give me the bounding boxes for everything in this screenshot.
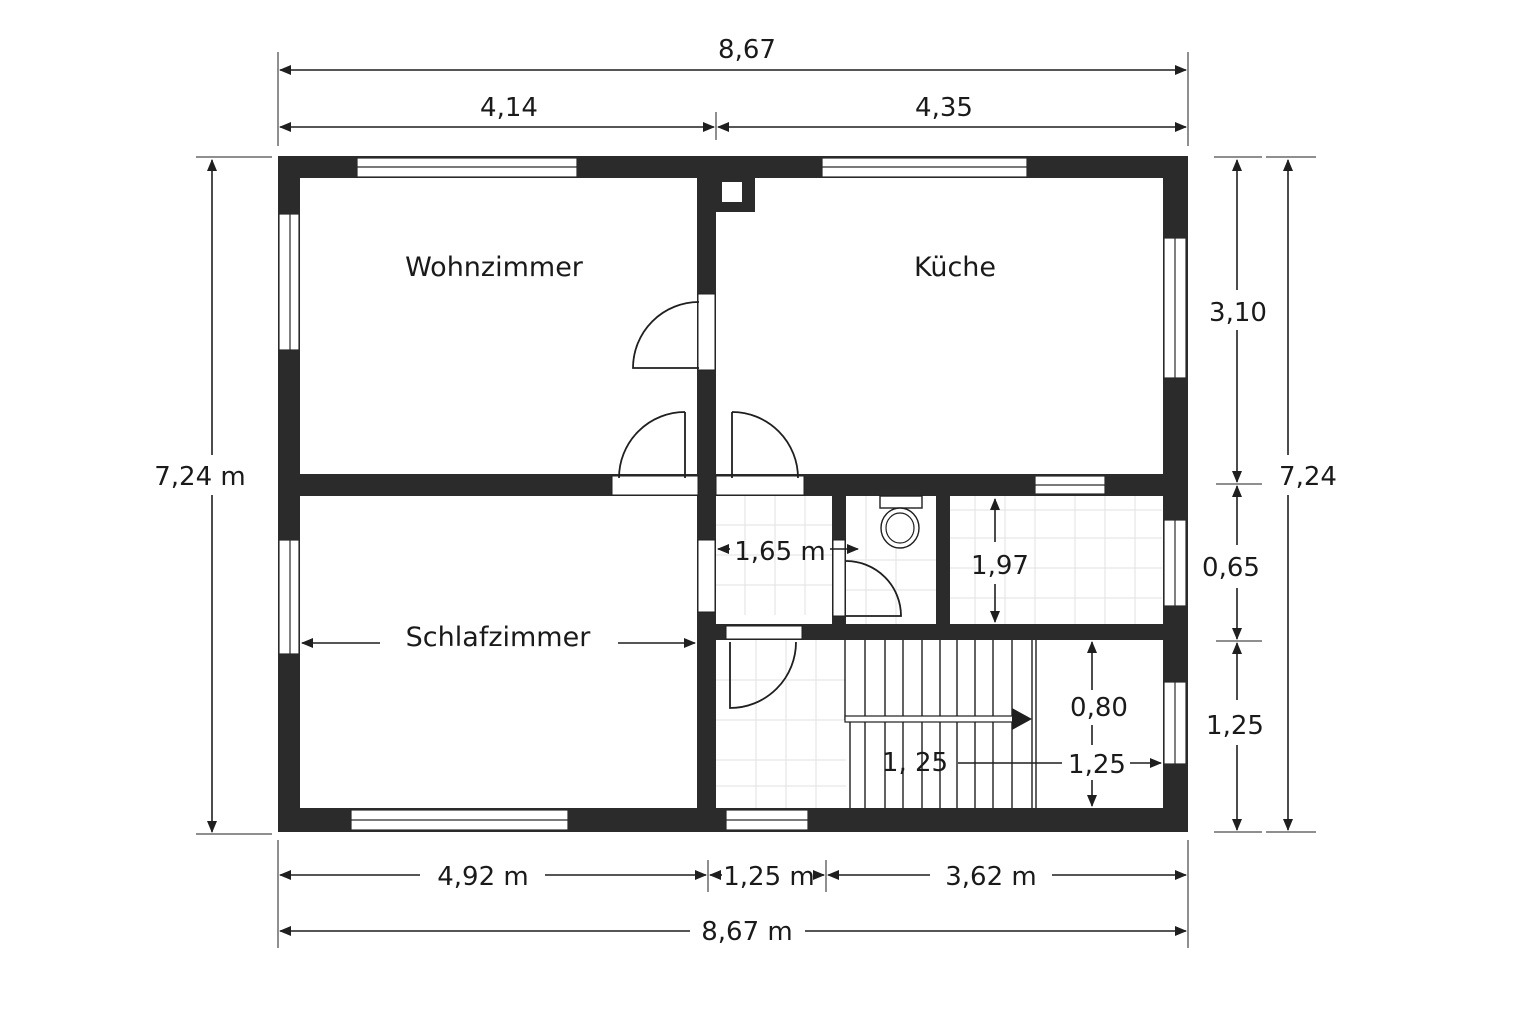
dimension-labels: 8,67 4,14 4,35 7,24 m 3,10 0,65 1,25 7,2… <box>154 35 1337 947</box>
dim-bottom-right: 3,62 m <box>945 862 1036 892</box>
dim-right-lower: 1,25 <box>1206 711 1264 741</box>
dim-top-right: 4,35 <box>915 93 973 123</box>
dim-landing-depth: 0,80 <box>1070 693 1128 723</box>
dim-bottom-left: 4,92 m <box>437 862 528 892</box>
toilet-icon <box>879 495 923 549</box>
stair-direction-arrow <box>1012 708 1032 730</box>
dim-stair-width: 1, 25 <box>882 748 948 778</box>
dim-left-total: 7,24 m <box>154 462 245 492</box>
room-label-living: Wohnzimmer <box>405 252 584 283</box>
floor-tiles <box>716 496 1162 808</box>
dim-landing-width: 1,25 <box>1068 750 1126 780</box>
windows <box>278 157 1187 831</box>
doors <box>611 293 902 709</box>
dim-top-total: 8,67 <box>718 35 776 65</box>
staircase <box>844 640 1037 808</box>
dim-right-upper: 3,10 <box>1209 298 1267 328</box>
room-label-kitchen: Küche <box>914 252 996 283</box>
dimension-lines <box>196 52 1316 948</box>
dim-hall-width: 1,65 m <box>734 537 825 567</box>
dim-bottom-middle: 1,25 m <box>723 862 814 892</box>
dim-right-total: 7,24 <box>1279 462 1337 492</box>
dim-bottom-total: 8,67 m <box>701 917 792 947</box>
dim-right-middle: 0,65 <box>1202 553 1260 583</box>
room-labels: Wohnzimmer Küche Schlafzimmer <box>385 252 996 660</box>
dim-bath-height: 1,97 <box>971 551 1029 581</box>
dim-top-left: 4,14 <box>480 93 538 123</box>
room-label-bedroom: Schlafzimmer <box>406 622 592 653</box>
